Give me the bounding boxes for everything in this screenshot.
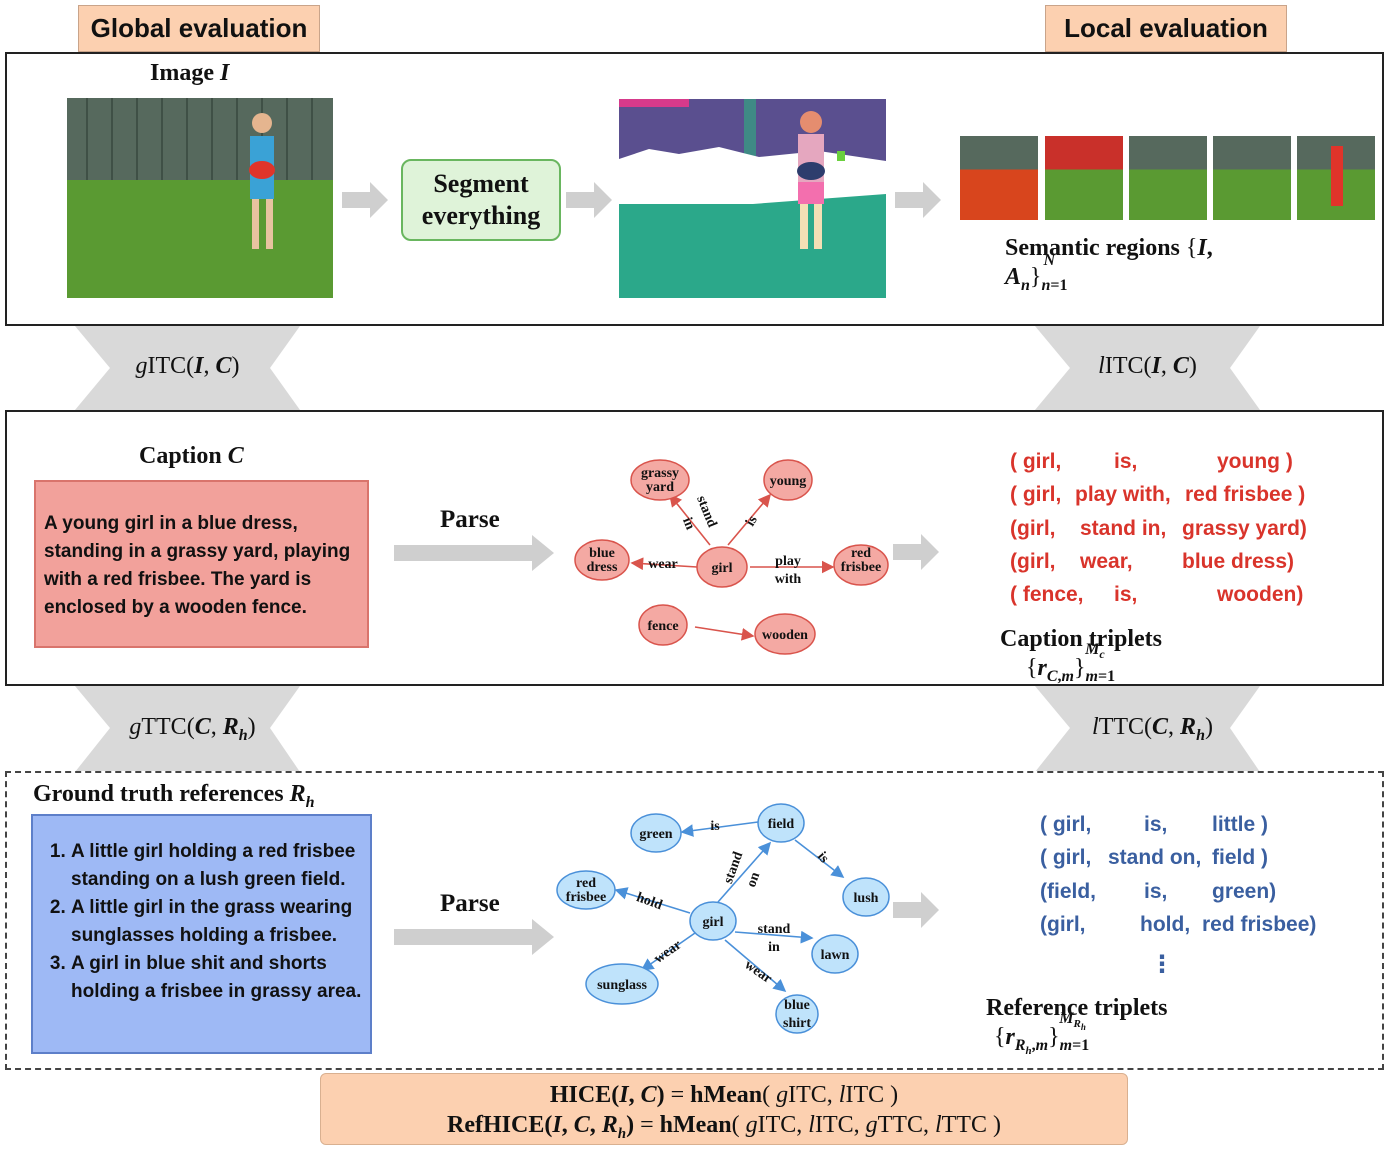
connector-lttc xyxy=(1035,686,1260,772)
caption-triplet-5: ( fence,is,wooden) xyxy=(1010,583,1304,606)
image-title: Image I xyxy=(150,60,230,86)
svg-text:frisbee: frisbee xyxy=(566,890,606,905)
svg-text:blue: blue xyxy=(784,998,810,1013)
caption-triplet-4: (girl,wear,blue dress) xyxy=(1010,550,1295,573)
region-thumbnail xyxy=(1213,136,1291,220)
svg-text:wear: wear xyxy=(648,557,678,572)
svg-text:young: young xyxy=(770,474,807,489)
svg-text:is: is xyxy=(710,819,720,834)
svg-text:is: is xyxy=(814,849,832,866)
reference-item: A girl in blue shit and shorts holding a… xyxy=(71,950,362,1006)
reference-item: A little girl holding a red frisbee stan… xyxy=(71,838,362,894)
svg-text:lush: lush xyxy=(854,891,879,906)
girl-figure xyxy=(67,98,333,298)
svg-text:on: on xyxy=(744,870,763,889)
svg-text:wear: wear xyxy=(742,958,775,987)
svg-text:dress: dress xyxy=(587,560,618,575)
svg-text:with: with xyxy=(775,572,802,587)
arrow-icon xyxy=(895,182,941,218)
svg-text:green: green xyxy=(639,827,672,842)
connector-gitc xyxy=(75,326,300,410)
local-evaluation-label: Local evaluation xyxy=(1064,13,1268,43)
svg-text:hold: hold xyxy=(634,890,664,913)
caption-title: Caption C xyxy=(139,443,244,469)
svg-text:girl: girl xyxy=(703,915,724,930)
caption-text-box: A young girl in a blue dress, standing i… xyxy=(34,480,369,648)
reference-triplet-2: ( girl,stand on,field ) xyxy=(1040,846,1268,869)
caption-triplet-2: ( girl,play with,red frisbee ) xyxy=(1010,483,1306,506)
region-thumbnail xyxy=(1045,136,1123,220)
svg-text:wear: wear xyxy=(652,938,685,967)
caption-triplets-label: Caption triplets {rC,m}m=1Mc xyxy=(1000,626,1162,685)
local-evaluation-tag: Local evaluation xyxy=(1045,5,1287,52)
svg-text:stand: stand xyxy=(758,922,791,937)
gitc-label: gITC(I, C) xyxy=(135,353,240,379)
reference-triplet-4: (girl,hold,red frisbee) xyxy=(1040,913,1317,936)
parse-arrow-icon xyxy=(394,535,554,571)
svg-text:red: red xyxy=(851,546,871,561)
reference-triplet-1: ( girl,is,little ) xyxy=(1040,813,1268,836)
hice-formula: HICE(I, C) = hMean( gITC, lITC ) xyxy=(549,1082,899,1108)
svg-text:yard: yard xyxy=(646,480,674,495)
parse-arrow-icon xyxy=(394,919,554,955)
svg-text:in: in xyxy=(768,940,780,955)
caption-triplet-3: (girl,stand in,grassy yard) xyxy=(1010,517,1307,540)
arrow-icon xyxy=(893,892,939,928)
girl-highlight xyxy=(1331,146,1343,206)
caption-parse-label: Parse xyxy=(440,506,500,533)
segment-everything-box: Segment everything xyxy=(401,159,561,241)
connector-litc xyxy=(1035,326,1260,410)
litc-label: lITC(I, C) xyxy=(1098,353,1197,379)
refhice-formula: RefHICE(I, C, Rh) = hMean( gITC, lITC, g… xyxy=(447,1112,1001,1142)
svg-text:grassy: grassy xyxy=(641,466,679,481)
reference-text-box: A little girl holding a red frisbee stan… xyxy=(31,814,372,1054)
caption-triplet-1: ( girl,is,young ) xyxy=(1010,450,1293,473)
connector-gttc xyxy=(75,686,300,772)
svg-text:girl: girl xyxy=(712,561,733,576)
svg-text:sunglass: sunglass xyxy=(597,978,647,993)
reference-title: Ground truth references Rh xyxy=(33,781,315,811)
arrow-icon xyxy=(566,182,612,218)
more-triplets-ellipsis: ⋮ xyxy=(1150,951,1174,978)
global-evaluation-label: Global evaluation xyxy=(90,13,308,43)
svg-text:frisbee: frisbee xyxy=(841,560,881,575)
arrow-icon xyxy=(893,534,939,570)
svg-text:shirt: shirt xyxy=(783,1016,811,1031)
score-formula-box: HICE(I, C) = hMean( gITC, lITC ) RefHICE… xyxy=(320,1073,1128,1145)
svg-text:play: play xyxy=(775,554,801,569)
svg-text:field: field xyxy=(768,817,795,832)
svg-text:fence: fence xyxy=(647,619,678,634)
svg-text:red: red xyxy=(576,876,596,891)
reference-item: A little girl in the grass wearing sungl… xyxy=(71,894,362,950)
segment-label: Segment everything xyxy=(421,169,541,230)
reference-list: A little girl holding a red frisbee stan… xyxy=(41,838,362,1006)
svg-text:lawn: lawn xyxy=(821,948,850,963)
gttc-label: gTTC(C, Rh) xyxy=(129,714,256,744)
arrow-icon xyxy=(342,182,388,218)
svg-text:wooden: wooden xyxy=(762,628,808,643)
region-thumbnail xyxy=(960,136,1038,220)
lttc-label: lTTC(C, Rh) xyxy=(1092,714,1213,744)
reference-triplets-label: Reference triplets {rRh,m}m=1MRh xyxy=(986,995,1168,1057)
reference-parse-label: Parse xyxy=(440,890,500,917)
global-evaluation-tag: Global evaluation xyxy=(78,5,320,52)
reference-triplet-3: (field,is,green) xyxy=(1040,880,1277,903)
svg-text:in: in xyxy=(679,515,697,532)
semantic-regions-label: Semantic regions {I, An}n=1N xyxy=(1005,235,1213,294)
segment-shapes xyxy=(619,99,886,298)
segmentation-map xyxy=(619,99,886,298)
caption-text: A young girl in a blue dress, standing i… xyxy=(44,513,351,618)
input-photo xyxy=(67,98,333,298)
svg-text:blue: blue xyxy=(589,546,615,561)
svg-text:stand: stand xyxy=(721,850,746,886)
region-thumbnail xyxy=(1129,136,1207,220)
region-thumbnail xyxy=(1297,136,1375,220)
